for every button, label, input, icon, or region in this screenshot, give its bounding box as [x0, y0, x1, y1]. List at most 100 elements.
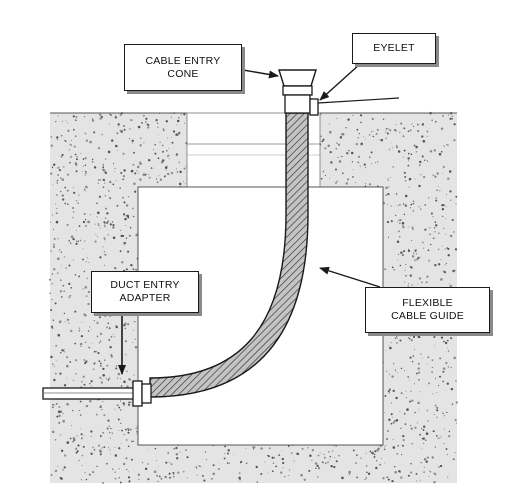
ground-speckle-dot: [402, 226, 405, 229]
ground-speckle-dot: [70, 139, 72, 141]
ground-speckle-dot: [69, 437, 72, 440]
ground-speckle-dot: [126, 370, 128, 373]
ground-speckle-dot: [131, 440, 133, 443]
ground-speckle-dot: [91, 118, 94, 120]
ground-speckle-dot: [72, 437, 76, 440]
ground-speckle-dot: [66, 377, 68, 379]
ground-speckle-dot: [99, 227, 101, 229]
ground-speckle-dot: [99, 376, 102, 379]
ground-speckle-dot: [51, 282, 53, 285]
ground-speckle-dot: [59, 290, 63, 293]
ground-speckle-dot: [123, 380, 126, 384]
ground-speckle-dot: [281, 450, 283, 452]
ground-speckle-dot: [426, 456, 429, 459]
ground-speckle-dot: [442, 367, 446, 370]
ground-speckle-dot: [127, 445, 130, 448]
ground-speckle-dot: [388, 345, 390, 347]
ground-speckle-dot: [103, 264, 105, 266]
ground-speckle-dot: [453, 231, 455, 233]
ground-speckle-dot: [400, 251, 403, 254]
ground-speckle-dot: [72, 409, 74, 412]
ground-speckle-dot: [412, 228, 414, 230]
ground-speckle-dot: [255, 465, 258, 469]
ground-speckle-dot: [328, 123, 331, 125]
ground-speckle-dot: [397, 259, 399, 261]
ground-speckle-dot: [410, 266, 413, 269]
ground-speckle-dot: [418, 408, 420, 410]
ground-speckle-dot: [391, 375, 394, 378]
ground-speckle-dot: [336, 180, 338, 183]
ground-speckle-dot: [87, 330, 90, 332]
ground-speckle-dot: [121, 261, 124, 264]
ground-speckle-dot: [87, 346, 90, 348]
ground-speckle-dot: [51, 214, 53, 216]
ground-speckle-dot: [95, 233, 97, 235]
callout-arrow-guide: [319, 266, 381, 288]
ground-speckle-dot: [53, 237, 56, 240]
ground-speckle-dot: [416, 258, 419, 261]
ground-speckle-dot: [138, 172, 139, 174]
ground-speckle-dot: [405, 397, 408, 399]
ground-speckle-dot: [439, 437, 441, 439]
ground-speckle-dot: [453, 123, 456, 126]
ground-speckle-dot: [419, 479, 421, 481]
ground-speckle-dot: [325, 462, 327, 464]
ground-speckle-dot: [396, 371, 398, 374]
ground-speckle-dot: [112, 224, 115, 227]
ground-speckle-dot: [278, 454, 281, 456]
ground-speckle-dot: [284, 475, 286, 478]
ground-speckle-dot: [82, 165, 84, 167]
ground-speckle-dot: [392, 421, 395, 424]
ground-speckle-dot: [224, 453, 226, 455]
ground-speckle-dot: [114, 115, 116, 117]
ground-speckle-dot: [120, 234, 123, 238]
ground-speckle-dot: [388, 373, 391, 375]
ground-speckle-dot: [84, 286, 88, 289]
ground-speckle-dot: [433, 413, 435, 415]
ground-speckle-dot: [407, 226, 409, 228]
cable-entry-cone: [278, 69, 317, 87]
ground-speckle-dot: [116, 132, 119, 135]
ground-speckle-dot: [410, 427, 413, 430]
ground-speckle-dot: [440, 127, 444, 130]
ground-speckle-dot: [357, 136, 359, 139]
ground-speckle-dot: [52, 228, 55, 230]
ground-speckle-dot: [390, 341, 392, 343]
ground-speckle-dot: [178, 117, 180, 119]
ground-speckle-dot: [375, 466, 378, 470]
ground-speckle-dot: [76, 229, 77, 231]
ground-speckle-dot: [446, 144, 448, 145]
ground-speckle-dot: [114, 477, 117, 480]
ground-speckle-dot: [450, 387, 454, 391]
ground-speckle-dot: [356, 454, 358, 456]
ground-speckle-dot: [99, 113, 102, 116]
ground-speckle-dot: [398, 219, 400, 221]
ground-speckle-dot: [419, 433, 421, 436]
ground-speckle-dot: [421, 241, 424, 244]
ground-speckle-dot: [50, 136, 53, 138]
ground-speckle-dot: [117, 418, 120, 421]
ground-speckle-dot: [72, 440, 75, 443]
ground-speckle-dot: [376, 129, 379, 131]
ground-speckle-dot: [360, 457, 362, 459]
ground-speckle-dot: [84, 170, 87, 173]
ground-speckle-dot: [183, 113, 186, 116]
ground-speckle-dot: [389, 346, 392, 350]
ground-speckle-dot: [129, 128, 131, 130]
ground-speckle-dot: [58, 406, 61, 408]
ground-speckle-dot: [411, 284, 413, 286]
ground-speckle-dot: [57, 166, 60, 169]
ground-speckle-dot: [427, 356, 430, 359]
ground-speckle-dot: [171, 141, 174, 144]
duct-pipe: [42, 387, 136, 400]
ground-speckle-dot: [451, 403, 454, 405]
ground-speckle-dot: [122, 402, 125, 405]
ground-speckle-dot: [93, 166, 97, 169]
ground-speckle-dot: [428, 476, 430, 478]
ground-speckle-dot: [105, 158, 107, 160]
ground-speckle-dot: [240, 462, 242, 464]
ground-speckle-dot: [356, 476, 358, 479]
ground-speckle-dot: [158, 466, 160, 468]
ground-speckle-dot: [379, 463, 382, 466]
ground-speckle-dot: [426, 275, 429, 278]
